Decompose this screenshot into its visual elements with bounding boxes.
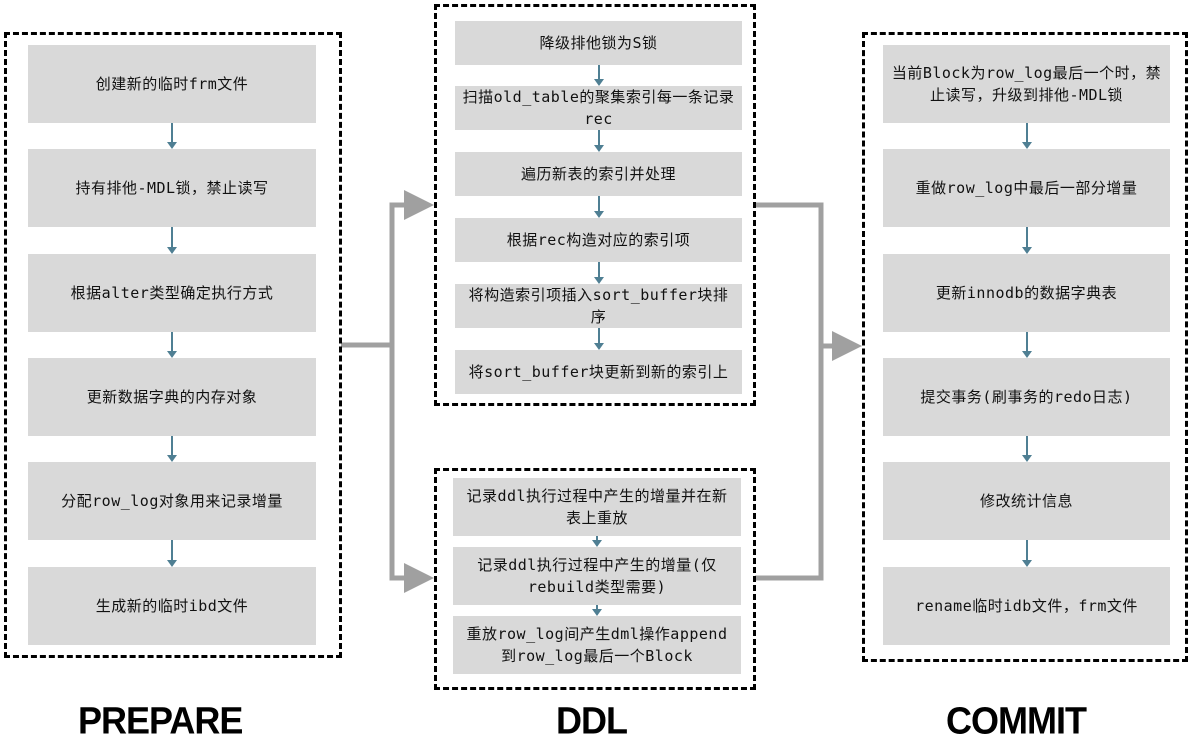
flow-arrow-icon: [592, 536, 602, 547]
step-label: rename临时idb文件，frm文件: [915, 597, 1138, 615]
flow-arrow-icon: [167, 540, 177, 567]
flow-arrow-icon: [167, 123, 177, 149]
flow-arrow-icon: [1021, 123, 1032, 149]
step-label: 更新innodb的数据字典表: [935, 284, 1118, 302]
flow-arrow-icon: [1021, 436, 1032, 462]
commit-step-1: 当前Block为row_log最后一个时，禁止读写，升级到排他-MDL锁: [883, 45, 1170, 123]
step-label: 扫描old_table的聚集索引每一条记录rec: [462, 88, 735, 128]
ddl-upper-step-1: 降级排他锁为S锁: [455, 21, 742, 65]
ddl-upper-step-5: 将构造索引项插入sort_buffer块排序: [455, 284, 742, 328]
ddl-lower-step-2: 记录ddl执行过程中产生的增量(仅rebuild类型需要): [453, 547, 741, 605]
connector-prepare-to-ddl-upper: [389, 190, 434, 345]
ddl-lower-step-1: 记录ddl执行过程中产生的增量并在新表上重放: [453, 478, 741, 536]
flow-arrow-icon: [593, 65, 604, 86]
commit-group: [862, 32, 1188, 662]
connector-prepare-to-ddl-lower: [389, 345, 434, 593]
flow-arrow-icon: [593, 130, 604, 152]
commit-step-6: rename临时idb文件，frm文件: [883, 567, 1170, 645]
step-label: 持有排他-MDL锁，禁止读写: [75, 179, 269, 197]
step-label: 分配row_log对象用来记录增量: [61, 492, 283, 510]
step-label: 生成新的临时ibd文件: [95, 597, 249, 615]
flow-arrow-icon: [167, 436, 177, 462]
step-label: 重放row_log间产生dml操作append到row_log最后一个Block: [466, 625, 728, 665]
ddl-upper-step-6: 将sort_buffer块更新到新的索引上: [455, 350, 742, 394]
flow-arrow-icon: [593, 262, 604, 284]
step-label: 根据alter类型确定执行方式: [70, 284, 274, 302]
prepare-group: [4, 32, 342, 658]
phase-label-commit: COMMIT: [946, 698, 1087, 742]
ddl-lower-step-3: 重放row_log间产生dml操作append到row_log最后一个Block: [453, 616, 741, 674]
step-label: 重做row_log中最后一部分增量: [915, 179, 1138, 197]
step-label: 遍历新表的索引并处理: [520, 165, 676, 183]
step-label: 更新数据字典的内存对象: [86, 388, 258, 406]
step-label: 将sort_buffer块更新到新的索引上: [468, 363, 729, 381]
ddl-lower-group: [434, 468, 756, 690]
flow-arrow-icon: [167, 332, 177, 358]
prepare-step-2: 持有排他-MDL锁，禁止读写: [28, 149, 316, 227]
flow-arrow-icon: [592, 605, 602, 616]
flow-arrow-icon: [1021, 227, 1032, 254]
flow-arrow-icon: [593, 196, 604, 218]
step-label: 修改统计信息: [979, 492, 1073, 510]
prepare-step-1: 创建新的临时frm文件: [28, 45, 316, 123]
step-label: 根据rec构造对应的索引项: [506, 231, 691, 249]
step-label: 提交事务(刷事务的redo日志): [920, 388, 1133, 406]
prepare-step-5: 分配row_log对象用来记录增量: [28, 462, 316, 540]
prepare-step-4: 更新数据字典的内存对象: [28, 358, 316, 436]
prepare-step-3: 根据alter类型确定执行方式: [28, 254, 316, 332]
step-label: 降级排他锁为S锁: [539, 34, 658, 52]
phase-label-ddl: DDL: [556, 698, 628, 742]
ddl-upper-step-3: 遍历新表的索引并处理: [455, 152, 742, 196]
ddl-upper-step-4: 根据rec构造对应的索引项: [455, 218, 742, 262]
commit-step-4: 提交事务(刷事务的redo日志): [883, 358, 1170, 436]
step-label: 记录ddl执行过程中产生的增量(仅rebuild类型需要): [477, 556, 717, 596]
ddl-upper-step-2: 扫描old_table的聚集索引每一条记录rec: [455, 86, 742, 130]
commit-step-5: 修改统计信息: [883, 462, 1170, 540]
step-label: 当前Block为row_log最后一个时，禁止读写，升级到排他-MDL锁: [891, 64, 1162, 104]
commit-step-3: 更新innodb的数据字典表: [883, 254, 1170, 332]
flow-arrow-icon: [1021, 540, 1032, 567]
step-label: 记录ddl执行过程中产生的增量并在新表上重放: [466, 487, 728, 527]
connector-ddl-upper-out: [755, 202, 824, 581]
commit-step-2: 重做row_log中最后一部分增量: [883, 149, 1170, 227]
step-label: 创建新的临时frm文件: [95, 75, 249, 93]
flow-arrow-icon: [593, 328, 604, 350]
phase-label-prepare: PREPARE: [78, 698, 243, 742]
flow-arrow-icon: [167, 227, 177, 254]
flow-arrow-icon: [1021, 332, 1032, 358]
ddl-upper-group: [434, 4, 756, 406]
prepare-step-6: 生成新的临时ibd文件: [28, 567, 316, 645]
step-label: 将构造索引项插入sort_buffer块排序: [468, 286, 729, 326]
